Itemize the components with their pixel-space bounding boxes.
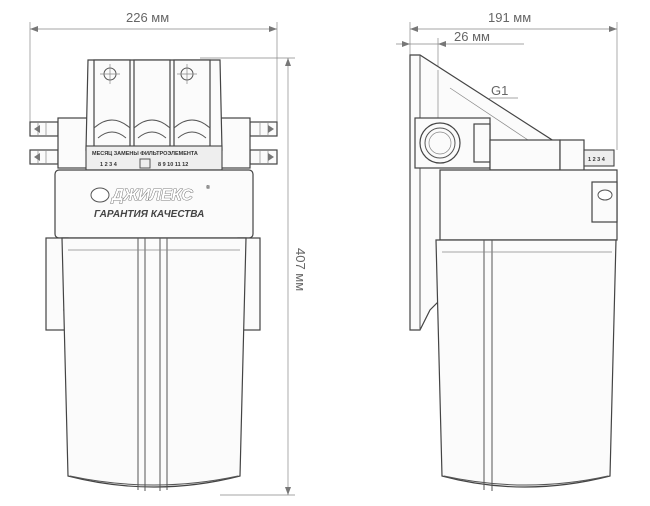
front-head: [85, 59, 223, 151]
side-bowl: [435, 239, 617, 491]
flow-arrow-icon: [268, 125, 274, 133]
side-width-label: 191 мм: [488, 10, 531, 25]
mounting-hole-icon: [100, 64, 120, 84]
thread-label: G1: [491, 83, 508, 98]
logo-drop-icon: [597, 189, 613, 201]
side-view: 191 мм 26 мм G1: [396, 10, 618, 491]
offset-label: 26 мм: [454, 29, 490, 44]
front-bowl: [61, 237, 247, 491]
registered-mark: ®: [206, 184, 210, 191]
side-month-numbers: 1 2 3 4: [588, 157, 606, 163]
date-strip: МЕСЯЦ ЗАМЕНЫ ФИЛЬТРОЭЛЕМЕНТА 1 2 3 4 8 9…: [85, 145, 223, 171]
flow-arrow-icon: [268, 153, 274, 161]
front-label-plate: ДЖИЛЕКС ® ГАРАНТИЯ КАЧЕСТВА: [54, 169, 254, 239]
flow-arrow-icon: [34, 153, 40, 161]
offset-dimension: 26 мм: [396, 29, 524, 120]
side-label-plate: [439, 169, 618, 241]
front-width-dimension: 226 мм: [29, 10, 278, 125]
logo-drop-icon: [90, 187, 110, 203]
height-dimension: 407 мм: [200, 57, 308, 496]
side-fitting: [414, 117, 491, 169]
date-header: МЕСЯЦ ЗАМЕНЫ ФИЛЬТРОЭЛЕМЕНТА: [92, 151, 198, 157]
month-numbers-left: 1 2 3 4: [100, 162, 118, 168]
front-view: 226 мм 407 мм: [29, 10, 308, 496]
brand-logo: ДЖИЛЕКС: [110, 187, 193, 204]
front-width-label: 226 мм: [126, 10, 169, 25]
side-width-dimension: 191 мм: [409, 10, 618, 150]
flow-arrow-icon: [34, 125, 40, 133]
mounting-hole-icon: [177, 64, 197, 84]
side-head: 1 2 3 4: [489, 139, 615, 175]
month-numbers-right: 8 9 10 11 12: [158, 162, 188, 168]
brand-slogan: ГАРАНТИЯ КАЧЕСТВА: [94, 209, 204, 220]
height-label: 407 мм: [293, 248, 308, 291]
